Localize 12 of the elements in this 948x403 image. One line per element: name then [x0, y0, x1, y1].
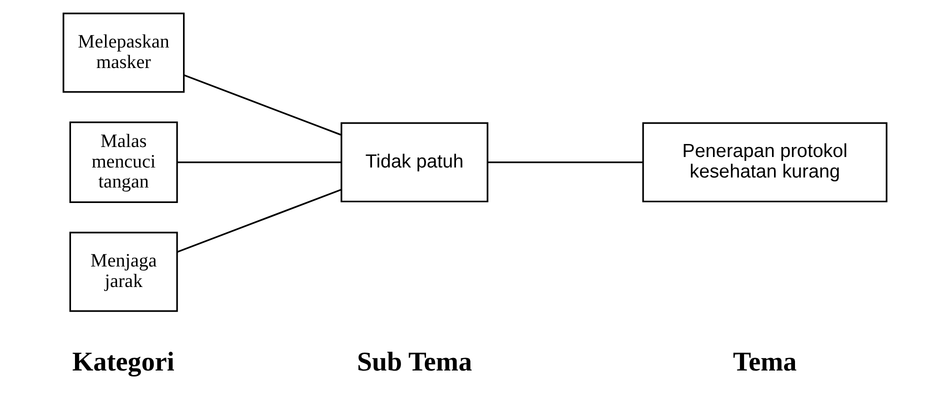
- node-box: Melepaskan masker: [62, 12, 185, 93]
- connector: [176, 188, 342, 253]
- connector: [177, 161, 342, 164]
- node-box: Malas mencuci tangan: [69, 122, 178, 203]
- connector: [488, 161, 643, 164]
- node-box: Penerapan protokol kesehatan kurang: [642, 122, 888, 202]
- label: Kategori: [72, 346, 174, 377]
- connector: [184, 74, 342, 136]
- node-box: Menjaga jarak: [69, 232, 178, 312]
- label: Sub Tema: [356, 346, 472, 377]
- node-box: Tidak patuh: [340, 122, 488, 202]
- label: Tema: [733, 346, 797, 377]
